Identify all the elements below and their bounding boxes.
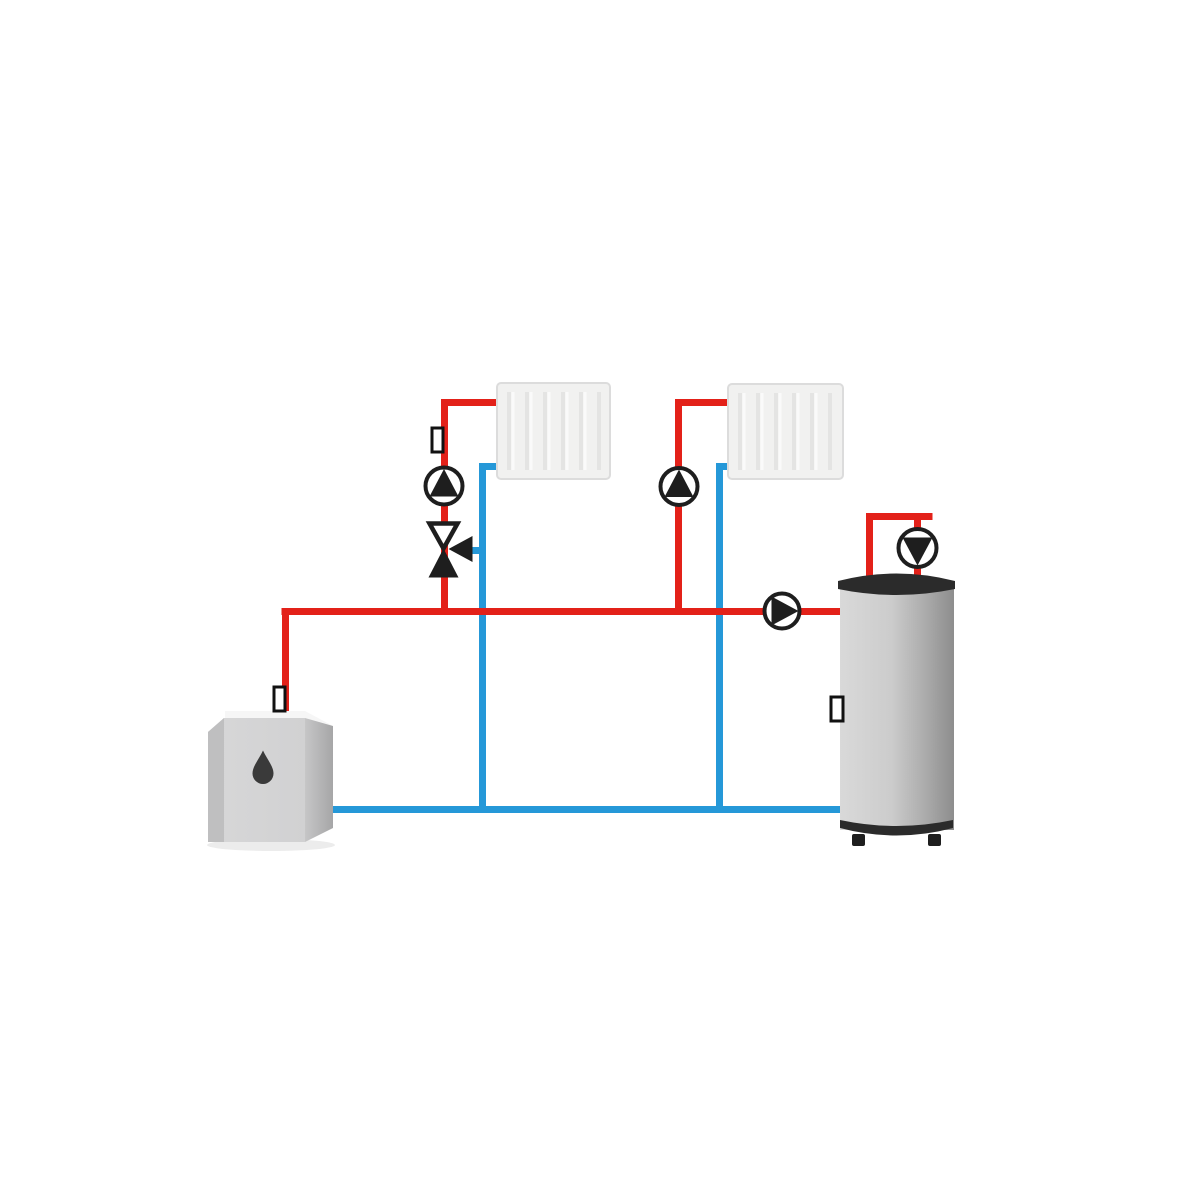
circulation-pump-2 (658, 466, 700, 507)
tank-body (840, 584, 954, 830)
sensor-2 (272, 685, 287, 713)
circulation-pump-3 (762, 591, 802, 631)
pipe-tank-outlet (866, 513, 933, 582)
valve-right-port (448, 536, 473, 562)
oil-drop-icon (252, 750, 274, 785)
storage-tank (838, 573, 955, 846)
pipe-return-riser-2 (716, 463, 734, 810)
boiler-side-panel (305, 718, 333, 842)
radiator-2-fins (738, 393, 832, 470)
boiler (207, 711, 335, 851)
valve-top-port (425, 521, 462, 554)
pump-1-arrow-up-icon (429, 469, 459, 497)
pipe-return-riser-1 (479, 463, 500, 810)
radiator-1 (496, 382, 611, 480)
circulation-pump-1 (423, 465, 465, 507)
sensor-3 (829, 695, 845, 723)
cold-return-pipes (330, 463, 848, 813)
tank-top-cap (838, 573, 955, 595)
radiator-1-fins (507, 392, 601, 470)
valve-bottom-port (428, 548, 459, 578)
radiator-2 (727, 383, 844, 480)
pump-4-arrow-down-icon (902, 537, 933, 566)
tank-bottom-cap (840, 820, 953, 836)
circulation-pump-4 (896, 527, 939, 569)
pipe-circuit1-riser (441, 399, 500, 614)
pipe-circuit2-riser (675, 399, 734, 614)
boiler-left-bevel (208, 718, 224, 842)
pump-2-arrow-up-icon (664, 469, 694, 497)
pump-3-arrow-right-icon (771, 596, 799, 626)
tank-foot-left (852, 834, 865, 846)
three-way-valve (425, 521, 473, 578)
tank-foot-right (928, 834, 941, 846)
sensor-1 (430, 426, 445, 454)
